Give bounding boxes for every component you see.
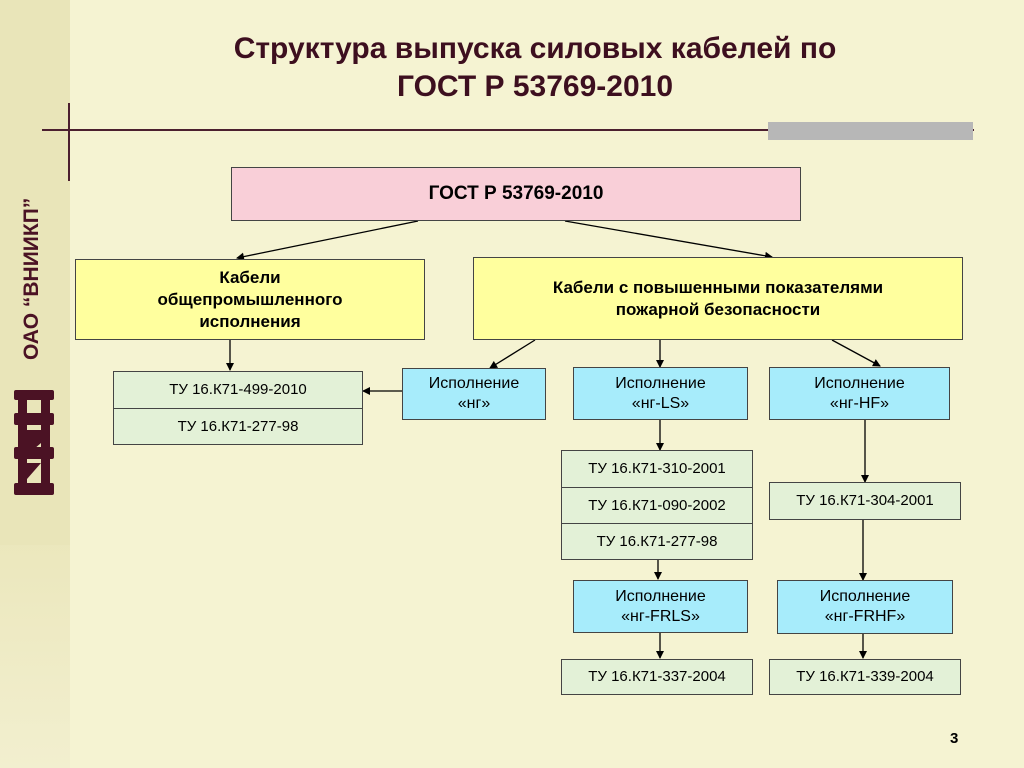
- execution-ng-line-2: «нг»: [457, 395, 491, 412]
- gost-root-label: ГОСТ Р 53769-2010: [428, 183, 604, 204]
- spec-box: ТУ 16.К71-090-2002: [561, 487, 753, 524]
- sidebar: [0, 0, 70, 768]
- arrow-fire-to-ng-hf: [831, 339, 881, 367]
- execution-ng-frls-line-2: «нг-FRLS»: [621, 607, 700, 625]
- execution-ng-ls-box: Исполнение «нг-LS»: [573, 367, 748, 420]
- spec-label: ТУ 16.К71-499-2010: [169, 381, 307, 398]
- spec-box: ТУ 16.К71-304-2001: [769, 482, 961, 520]
- execution-ng-frhf-line-2: «нг-FRHF»: [824, 608, 906, 625]
- execution-ng-hf-box: Исполнение «нг-HF»: [769, 367, 950, 420]
- spec-box: ТУ 16.К71-337-2004: [561, 659, 753, 695]
- general-cables-box: Кабели общепромышленного исполнения: [75, 259, 425, 340]
- slide-title: Структура выпуска силовых кабелей по ГОС…: [130, 30, 940, 106]
- execution-ng-box: Исполнение «нг»: [402, 368, 546, 420]
- spec-label: ТУ 16.К71-337-2004: [588, 668, 726, 685]
- execution-ng-ls-line-2: «нг-LS»: [631, 394, 690, 412]
- execution-ng-hf-line-1: Исполнение: [814, 374, 905, 392]
- spec-box: ТУ 16.К71-310-2001: [561, 450, 753, 488]
- spec-box: ТУ 16.К71-277-98: [113, 408, 363, 445]
- execution-ng-frls-line-1: Исполнение: [615, 587, 706, 605]
- arrow-root-to-general: [236, 220, 419, 261]
- execution-ng-frls-box: Исполнение «нг-FRLS»: [573, 580, 748, 633]
- spec-label: ТУ 16.К71-277-98: [596, 532, 718, 550]
- title-line-1: Структура выпуска силовых кабелей по: [233, 32, 837, 65]
- gost-root-box: ГОСТ Р 53769-2010: [231, 167, 801, 221]
- spec-box: ТУ 16.К71-339-2004: [769, 659, 961, 695]
- decor-horizontal-line: [42, 129, 974, 131]
- spec-box: ТУ 16.К71-277-98: [561, 523, 753, 560]
- execution-ng-frhf-line-1: Исполнение: [819, 588, 911, 605]
- spec-label: ТУ 16.К71-090-2002: [588, 496, 726, 514]
- execution-ng-frhf-box: Исполнение «нг-FRHF»: [777, 580, 953, 634]
- arrow-fire-to-ng: [489, 339, 536, 369]
- spec-label: ТУ 16.К71-304-2001: [796, 492, 934, 509]
- company-logo: [14, 390, 54, 495]
- decor-vertical-line: [68, 103, 70, 181]
- spec-box: ТУ 16.К71-499-2010: [113, 371, 363, 409]
- page-number: 3: [950, 730, 959, 747]
- arrow-root-to-fire: [564, 220, 773, 260]
- general-cables-line-2: общепромышленного: [157, 289, 343, 309]
- spec-label: ТУ 16.К71-339-2004: [796, 668, 934, 685]
- execution-ng-hf-line-2: «нг-HF»: [829, 394, 890, 412]
- decor-grey-bar: [768, 122, 973, 140]
- execution-ng-ls-line-1: Исполнение: [615, 374, 706, 392]
- fire-safety-line-2: пожарной безопасности: [615, 299, 821, 319]
- spec-label: ТУ 16.К71-310-2001: [588, 460, 726, 477]
- fire-safety-cables-box: Кабели с повышенными показателями пожарн…: [473, 257, 963, 340]
- title-line-2: ГОСТ Р 53769-2010: [396, 70, 674, 103]
- spec-label: ТУ 16.К71-277-98: [177, 417, 299, 435]
- execution-ng-line-1: Исполнение: [428, 375, 520, 392]
- general-cables-line-3: исполнения: [199, 311, 301, 331]
- general-cables-line-1: Кабели: [219, 267, 281, 287]
- fire-safety-line-1: Кабели с повышенными показателями: [552, 277, 884, 297]
